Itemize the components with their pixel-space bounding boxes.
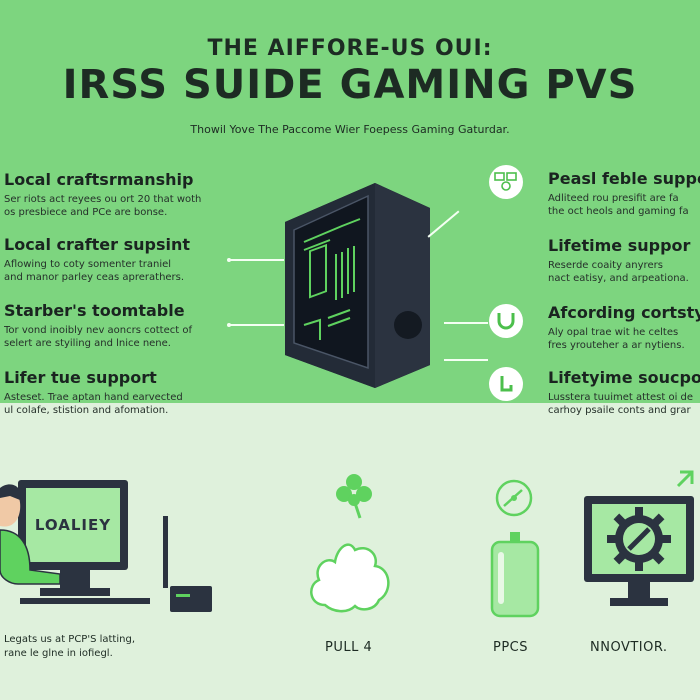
- feature-title: Local craftsrmanship: [4, 170, 194, 189]
- right-feature-3: Afcording cortsty Aly opal trae wit he c…: [548, 303, 700, 352]
- pc-tower-icon: [285, 183, 430, 388]
- feature-desc-line: Reserde coaity anyrers: [548, 260, 663, 271]
- bottom-caption-line: rane le glne in iofiegl.: [4, 648, 113, 659]
- bottom-label-2: PPCS: [493, 640, 529, 655]
- left-feature-2: Local crafter supsint Aflowing to coty s…: [4, 235, 219, 284]
- left-feature-4: Lifer tue support Asteset. Trae aptan ha…: [4, 368, 219, 417]
- gear-monitor-icon: [584, 470, 694, 606]
- connector-line: [229, 259, 284, 261]
- left-feature-3: Starber's toomtable Tor vond inoibly nev…: [4, 301, 219, 350]
- magnet-icon: [489, 304, 523, 338]
- bottom-label-1: PULL 4: [325, 640, 373, 655]
- left-feature-1: Local craftsrmanship Ser riots act reyee…: [4, 170, 219, 219]
- feature-title: Lifetyime soucpo: [548, 368, 700, 387]
- feature-desc-line: Adliteed rou presifit are fa: [548, 193, 679, 204]
- person-at-monitor-icon: [0, 480, 212, 612]
- feature-desc-line: carhoy psaile conts and grar: [548, 405, 691, 416]
- feature-desc-line: and manor parley ceas aprerathers.: [4, 272, 185, 283]
- feature-desc-line: ul colafe, stistion and afomation.: [4, 405, 169, 416]
- feature-desc-line: os presbiece and PCe are bonse.: [4, 207, 168, 218]
- feature-desc-line: Asteset. Trae aptan hand earvected: [4, 392, 183, 403]
- cloud-icon: [310, 543, 390, 613]
- gauge-icon: [495, 479, 533, 517]
- feature-desc-line: Aflowing to coty somenter traniel: [4, 259, 172, 270]
- right-feature-4: Lifetyime soucpo Lusstera tuuimet attest…: [548, 368, 700, 417]
- monitor-screen-text: LOALIEY: [34, 516, 112, 534]
- feature-title: Afcording cortsty: [548, 303, 700, 322]
- clover-icon: [336, 474, 372, 519]
- feature-desc-line: Ser riots act reyees ou ort 20 that woth: [4, 194, 202, 205]
- feature-title: Lifetime suppor: [548, 236, 691, 255]
- monitor-setup-icon: [489, 165, 523, 199]
- right-feature-1: Peasl feble suppo Adliteed rou presifit …: [548, 169, 700, 218]
- connector-line: [444, 359, 488, 361]
- bottom-label-3: NNOVTIOR.: [590, 640, 668, 655]
- feature-desc-line: Aly opal trae wit he celtes: [548, 327, 679, 338]
- feature-title: Local crafter supsint: [4, 235, 191, 254]
- page-title: IRSS SUIDE GAMING PVS: [62, 62, 638, 108]
- header-eyebrow: THE AIFFORE-US OUI:: [207, 36, 493, 61]
- feature-desc-line: the oct heols and gaming fa: [548, 206, 689, 217]
- feature-desc-line: selert are styiling and lnice nene.: [4, 338, 171, 349]
- connector-line: [444, 322, 488, 324]
- feature-title: Peasl feble suppo: [548, 169, 700, 188]
- feature-desc-line: nact eatisy, and arpeationa.: [548, 273, 689, 284]
- plug-icon: [489, 367, 523, 401]
- bottom-caption-line: Legats us at PCP'S latting,: [4, 634, 135, 645]
- feature-desc-line: Lusstera tuuimet attest oi de: [548, 392, 694, 403]
- battery-icon: [490, 532, 540, 618]
- right-feature-2: Lifetime suppor Reserde coaity anyrers n…: [548, 236, 700, 285]
- feature-title: Starber's toomtable: [4, 301, 185, 320]
- feature-title: Lifer tue support: [4, 368, 157, 387]
- feature-desc-line: Tor vond inoibly nev aoncrs cottect of: [4, 325, 192, 336]
- feature-desc-line: fres yrouteher a ar nytiens.: [548, 340, 685, 351]
- connector-line: [229, 324, 284, 326]
- header-subtitle: Thowil Yove The Paccome Wier Foepess Gam…: [190, 123, 510, 136]
